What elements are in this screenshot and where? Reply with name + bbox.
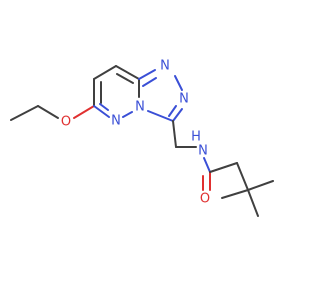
molecule-canvas: O N N N N H N O	[10, 58, 274, 217]
bond-c4-c4a-inner	[116, 73, 134, 84]
bond-ethyl-ch3-ch2	[10, 105, 39, 121]
bond-n-carbonyl	[203, 157, 211, 173]
bond-nfused-npyr	[122, 111, 133, 118]
atom-n-triazole-top: N	[160, 59, 170, 74]
atom-n-pyridazine: N	[111, 114, 121, 129]
bond-c4a-ntop-inner	[142, 77, 157, 87]
atom-h-amide: H	[191, 130, 201, 145]
bond-c3-ch2	[172, 120, 177, 148]
molecule-structure: O N N N N H N O	[10, 59, 274, 217]
atom-n-amide: N	[198, 144, 208, 159]
bond-npyr-c6-inner	[99, 103, 109, 111]
bond-ch2-cq	[236, 162, 249, 191]
bond-nright-c3	[172, 108, 183, 122]
atom-o-ethoxy: O	[61, 115, 71, 130]
bond-ntop-nright	[174, 75, 183, 91]
bond-cq-me3	[221, 189, 249, 199]
atom-n-triazole-right: N	[179, 92, 189, 107]
bond-cq-me1	[247, 180, 274, 191]
bond-c4a-ntop	[138, 69, 156, 80]
bond-nright-c3-inner	[168, 105, 177, 117]
bond-c5-c4	[93, 65, 117, 80]
bond-cq-me2	[247, 189, 259, 217]
atom-n-fused: N	[135, 100, 145, 115]
bond-carbonyl-ch2	[209, 162, 238, 173]
bond-c3-nfused	[147, 110, 174, 122]
atom-o-carbonyl: O	[200, 192, 210, 207]
bond-ethyl-ch2-o	[37, 105, 59, 119]
bond-npyr-c6	[93, 105, 110, 118]
bond-c4-c4a	[115, 65, 140, 80]
bond-o-ring	[73, 105, 95, 119]
